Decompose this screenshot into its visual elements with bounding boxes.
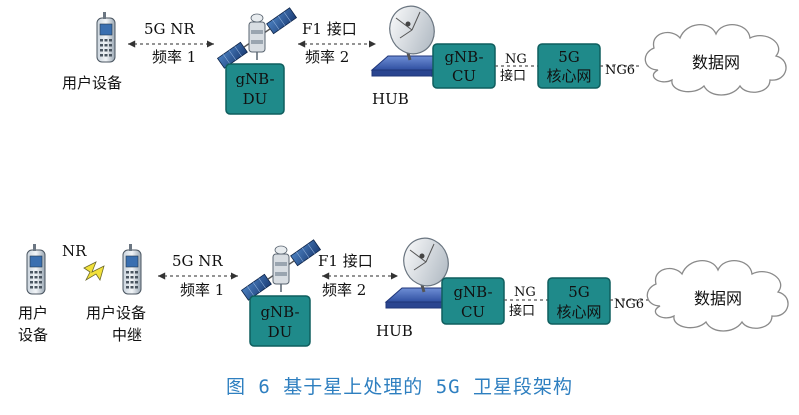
top-cu-line1: gNB- bbox=[444, 48, 483, 66]
top-cloud-label: 数据网 bbox=[692, 53, 740, 72]
bottom-user-b: 设备 bbox=[18, 326, 48, 344]
bottom-core-line1: 5G bbox=[568, 283, 590, 301]
bottom-ng6: NG6 bbox=[614, 297, 644, 312]
top-cu-line2: CU bbox=[452, 67, 476, 85]
phone-icon bbox=[123, 244, 141, 294]
bottom-hub-label: HUB bbox=[376, 322, 413, 340]
top-ng-b: 接口 bbox=[500, 68, 526, 84]
bottom-relay-b: 中继 bbox=[112, 326, 142, 344]
bottom-cu-line2: CU bbox=[461, 303, 485, 321]
top-core-line1: 5G bbox=[558, 48, 580, 66]
bottom-du-line1: gNB- bbox=[260, 303, 299, 321]
bottom-ng-a: NG bbox=[514, 285, 536, 300]
bottom-row: 用户 设备 NR 用户设备 中继 5G NR 频率 1 gNB- DU F1 接… bbox=[18, 232, 788, 346]
bottom-link1-label-b: 频率 1 bbox=[180, 281, 224, 299]
bottom-core-line2: 核心网 bbox=[556, 303, 601, 321]
top-user-label: 用户设备 bbox=[62, 74, 122, 92]
top-row: 用户设备 5G NR 频率 1 gNB- DU F1 接口 频率 2 HUB g… bbox=[62, 0, 786, 114]
phone-icon bbox=[27, 244, 45, 294]
top-link1-label-b: 频率 1 bbox=[152, 48, 196, 66]
top-ng6: NG6 bbox=[605, 63, 635, 78]
top-du-line2: DU bbox=[243, 90, 268, 108]
top-link1-label-a: 5G NR bbox=[144, 20, 195, 38]
satellite-icon bbox=[218, 8, 297, 68]
bottom-link1-label-a: 5G NR bbox=[172, 252, 223, 270]
top-ng-a: NG bbox=[505, 52, 527, 67]
figure-caption: 图 6 基于星上处理的 5G 卫星段架构 bbox=[0, 372, 799, 399]
top-link2-label-b: 频率 2 bbox=[305, 48, 349, 66]
top-hub-label: HUB bbox=[372, 90, 409, 108]
top-core-line2: 核心网 bbox=[546, 67, 591, 85]
bottom-cloud-label: 数据网 bbox=[694, 289, 742, 308]
bottom-cu-line1: gNB- bbox=[453, 283, 492, 301]
bottom-du-line2: DU bbox=[268, 323, 293, 341]
top-du-line1: gNB- bbox=[235, 70, 274, 88]
bottom-user-a: 用户 bbox=[18, 304, 48, 322]
bottom-nr-label: NR bbox=[62, 242, 87, 260]
phone-icon bbox=[97, 12, 115, 62]
top-link2-label-a: F1 接口 bbox=[302, 20, 357, 38]
satellite-icon bbox=[242, 240, 321, 300]
bottom-link2-label-b: 频率 2 bbox=[322, 281, 366, 299]
bottom-link2-label-a: F1 接口 bbox=[318, 252, 373, 270]
bottom-ng-b: 接口 bbox=[509, 303, 535, 319]
bottom-relay-a: 用户设备 bbox=[86, 304, 146, 322]
lightning-icon bbox=[84, 262, 104, 280]
